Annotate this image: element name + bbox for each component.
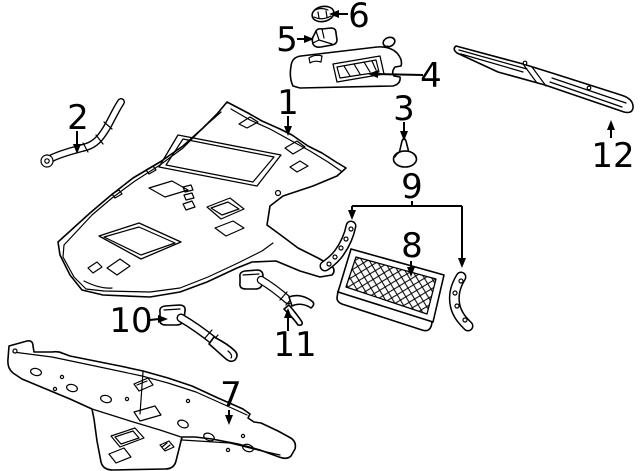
callout-11-label[interactable]: 11 (273, 325, 316, 365)
callout-1-label[interactable]: 1 (277, 83, 299, 123)
part-net-bracket-left (319, 220, 357, 272)
part-net-bracket-right (448, 271, 474, 332)
part-visor-cap (311, 5, 335, 23)
callout-3[interactable]: 3 (393, 89, 415, 141)
callout-6-label[interactable]: 6 (348, 0, 370, 36)
callout-4-label[interactable]: 4 (420, 56, 442, 96)
part-roof-header-panel (7, 340, 297, 471)
callout-4[interactable]: 4 (368, 56, 442, 96)
callout-6[interactable]: 6 (329, 0, 370, 36)
part-roof-side-trim (453, 45, 634, 114)
part-grab-handle-front (159, 304, 238, 363)
callout-4-arrow (376, 73, 424, 76)
callout-10-label[interactable]: 10 (109, 301, 152, 341)
callout-9-bracket-line (351, 201, 463, 259)
callout-8-label[interactable]: 8 (401, 226, 423, 266)
part-grab-handle-rear (239, 269, 315, 326)
callout-11[interactable]: 11 (273, 308, 317, 365)
callout-5-label[interactable]: 5 (276, 20, 298, 60)
callout-5[interactable]: 5 (276, 20, 314, 60)
callout-12-label[interactable]: 12 (591, 136, 634, 176)
part-storage-net (336, 248, 445, 332)
callout-7[interactable]: 7 (220, 375, 242, 425)
callout-2[interactable]: 2 (67, 98, 89, 154)
callout-9[interactable]: 9 (348, 167, 466, 268)
callout-10[interactable]: 10 (109, 301, 168, 341)
callout-7-label[interactable]: 7 (220, 375, 242, 415)
callout-8[interactable]: 8 (401, 226, 423, 277)
callout-1[interactable]: 1 (277, 83, 299, 136)
part-sun-visor (289, 36, 403, 89)
callout-10-arrow (149, 318, 160, 321)
part-side-rail-bracket (40, 98, 125, 168)
callout-12[interactable]: 12 (591, 120, 635, 176)
callout-9-label[interactable]: 9 (401, 167, 423, 207)
part-headliner (57, 101, 347, 298)
callout-2-label[interactable]: 2 (67, 98, 89, 138)
part-push-clip-fastener (392, 137, 418, 168)
callout-3-label[interactable]: 3 (393, 89, 415, 129)
part-visor-clip (311, 27, 338, 48)
